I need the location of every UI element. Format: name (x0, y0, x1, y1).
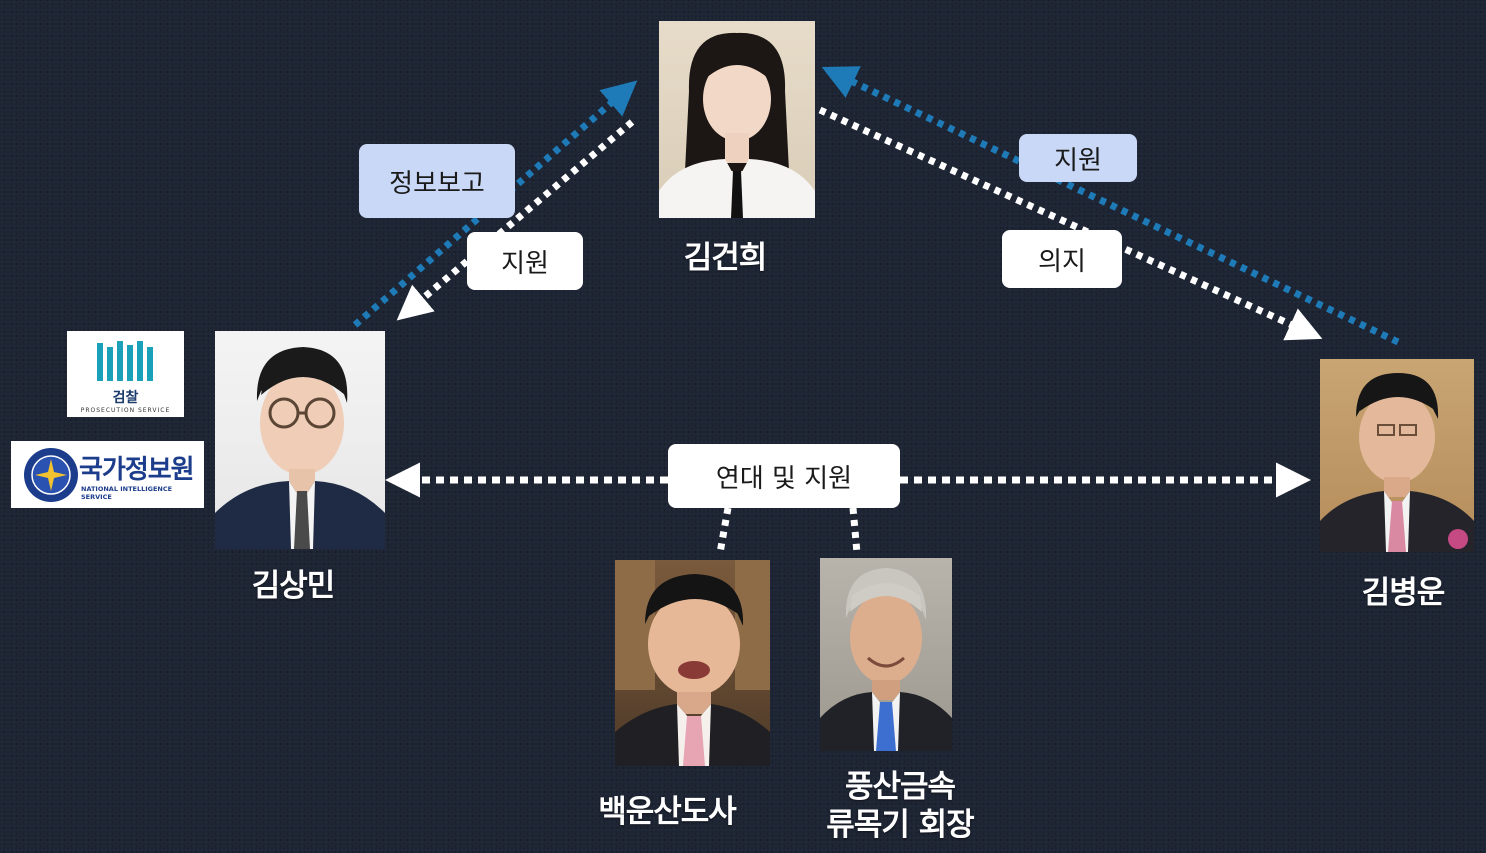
name-poongsan-title: 류목기 회장 (826, 807, 974, 843)
prosecution-logo-subtext: PROSECUTION SERVICE (80, 407, 171, 414)
baekunsan-photo (615, 560, 770, 766)
prosecution-emblem-icon (97, 341, 153, 381)
nis-logo-subtext: NATIONAL INTELLIGENCE SERVICE (81, 485, 173, 501)
name-kim-byeongun: 김병운 (1361, 575, 1446, 611)
prosecution-logo-text: 검찰 (112, 390, 139, 406)
support-arrow-right (821, 66, 1400, 346)
kim-keonhee-photo (659, 21, 815, 218)
gray-haired-man-portrait-icon (820, 568, 952, 751)
label-will: 의지 (1002, 230, 1122, 288)
woman-portrait-icon (659, 32, 815, 218)
kim-byeongun-photo (1320, 359, 1474, 552)
man-portrait-icon (615, 560, 770, 766)
nis-emblem-icon (24, 448, 78, 502)
label-support-right: 지원 (1019, 134, 1137, 182)
connector-baekunsan (716, 507, 732, 554)
prosecution-logo: 검찰 PROSECUTION SERVICE (67, 331, 184, 417)
label-support-left: 지원 (467, 232, 583, 290)
nis-logo-text: 국가정보원 (79, 455, 195, 485)
support-arrow-left (396, 119, 635, 321)
connector-poongsan (849, 507, 861, 554)
label-solidarity: 연대 및 지원 (668, 444, 900, 508)
nis-logo: 국가정보원 NATIONAL INTELLIGENCE SERVICE (11, 441, 204, 508)
label-info-report: 정보보고 (359, 144, 515, 218)
poongsan-ryu-photo (820, 558, 952, 751)
man-glasses-portrait-icon (215, 347, 385, 549)
name-poongsan-ryu: 풍산금속 류목기 회장 (805, 768, 995, 844)
name-baekunsan: 백운산도사 (598, 794, 737, 830)
name-poongsan-company: 풍산금속 (844, 769, 956, 805)
kim-sangmin-photo (215, 331, 385, 549)
elderly-man-portrait-icon (1320, 373, 1474, 552)
name-kim-keonhee: 김건희 (683, 240, 768, 276)
name-kim-sangmin: 김상민 (251, 568, 336, 604)
